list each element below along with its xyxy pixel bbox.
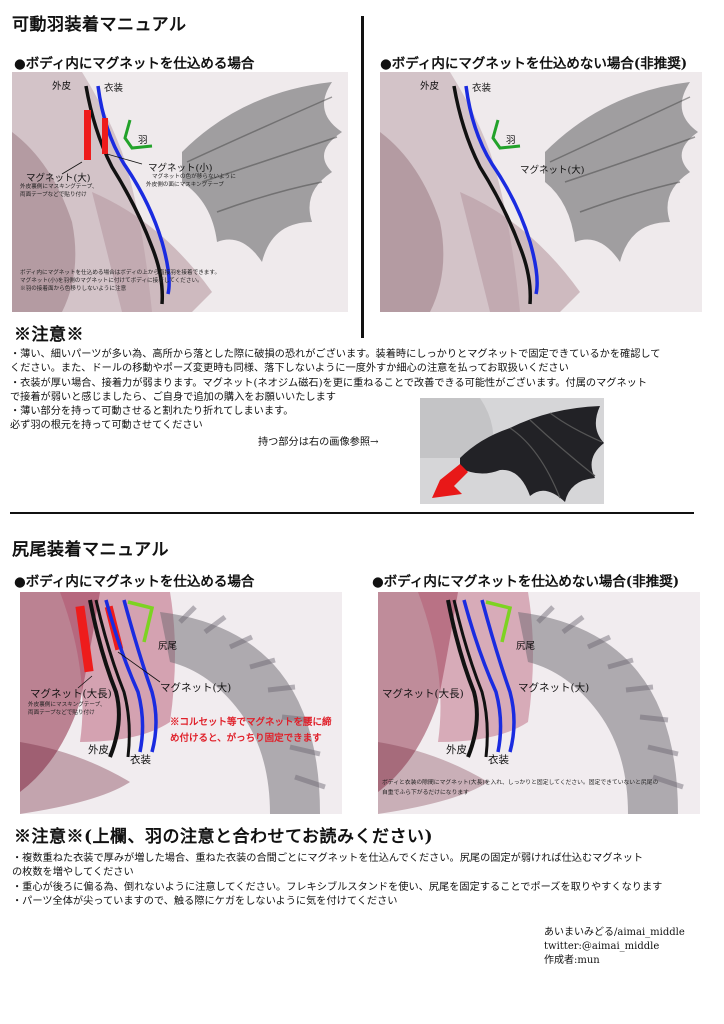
wing-with-magnet-diagram: 外皮 衣装 羽 マグネット(小) マグネットの色が移らないように 外皮側の面にマ… (12, 72, 348, 312)
tail-section-title: 尻尾装着マニュアル (12, 540, 169, 560)
magnet-large-label: マグネット(大) (518, 682, 590, 694)
outer-skin-line (84, 85, 165, 305)
tail-bracket (485, 600, 513, 643)
tail-without-magnet-diagram: 尻尾 マグネット(大) マグネット(大長) 外皮 衣装 ボディと衣装の隙間にマグ… (378, 592, 700, 814)
wing-bottom-note-1: ボディ内にマグネットを仕込める場合はボディの上から直接羽を接着できます。 (20, 270, 221, 276)
tail-caution-line: の枚数を増やしてください (12, 867, 134, 879)
wing-caution-line: で接着が弱いと感じましたら、ご自身で追加の購入をお願いいたします (10, 391, 336, 403)
wing-caution-list: ・薄い、細いパーツが多い為、高所から落とした際に破損の恐れがございます。装着時に… (10, 348, 718, 434)
costume-label: 衣装 (488, 754, 509, 766)
tail-label: 尻尾 (158, 641, 178, 652)
tail-bracket (127, 600, 155, 643)
wing-with-magnet-heading: ●ボディ内にマグネットを仕込める場合 (14, 56, 255, 72)
wing-label: 羽 (138, 135, 148, 146)
tail-without-magnet-illustration (378, 592, 700, 814)
credit-author: 作成者:mun (544, 955, 600, 966)
wing-caution-line: 必ず羽の根元を持って可動させてください (10, 420, 203, 432)
costume-label: 衣装 (472, 83, 492, 94)
wing-bracket (123, 119, 153, 150)
wing-caution-line: ・薄い部分を持って可動させると割れたり折れてしまいます。 (10, 406, 294, 418)
wing-caution-line: ・薄い、細いパーツが多い為、高所から落とした際に破損の恐れがございます。装着時に… (10, 349, 661, 360)
costume-line (464, 85, 539, 295)
credits: あいまいみどる/aimai_middle twitter:@aimai_midd… (544, 926, 685, 968)
wing-with-magnet-illustration (12, 72, 348, 312)
tail-with-magnet-illustration (20, 592, 342, 814)
costume-label: 衣装 (130, 754, 151, 766)
tail-bottom-note-2: 自重でふら下がるだけになります (382, 790, 469, 796)
magnet-small-note-2: 外皮側の面にマスキングテープ (146, 182, 224, 188)
wing-bottom-note-3: ※羽の接着面から色移りしないように注意 (20, 286, 127, 292)
outer-skin-label: 外皮 (88, 744, 109, 756)
wing-hold-illustration (420, 398, 604, 504)
credit-brand: あいまいみどる/aimai_middle (544, 927, 685, 938)
wing-bracket (491, 119, 521, 150)
outer-skin-line (88, 599, 121, 758)
wing-bottom-note-2: マグネット(小)を羽側のマグネットに付けてボディに接着してください。 (20, 278, 203, 284)
wing-label: 羽 (506, 135, 516, 146)
outer-skin-label: 外皮 (420, 81, 440, 92)
magnet-small-label: マグネット(小) (148, 163, 213, 174)
magnet-small-marker (102, 118, 108, 154)
vertical-divider (361, 16, 364, 338)
red-arrow-icon (432, 464, 468, 498)
magnet-large-note-2: 両面テープなどで貼り付け (20, 192, 87, 198)
photo-reference-text: 持つ部分は右の画像参照→ (258, 437, 379, 448)
wing-without-magnet-illustration (380, 72, 702, 312)
tail-caution-line: ・重心が後ろに偏る為、倒れないように注意してください。フレキシブルスタンドを使い… (12, 881, 663, 893)
tail-caution-line: ・パーツ全体が尖っていますので、触る際にケガをしないように気を付けてください (12, 895, 398, 907)
outer-skin-label: 外皮 (52, 81, 72, 92)
costume-line (104, 599, 145, 753)
tail-with-magnet-heading: ●ボディ内にマグネットを仕込める場合 (14, 574, 255, 590)
outer-skin-line (446, 599, 479, 758)
credit-twitter: twitter:@aimai_middle (544, 941, 660, 952)
section-divider (10, 512, 694, 514)
outer-skin-label: 外皮 (446, 744, 467, 756)
magnet-large-label: マグネット(大) (520, 165, 585, 176)
magnet-small-note-1: マグネットの色が移らないように (152, 174, 236, 180)
magnet-large-long-label: マグネット(大長) (30, 688, 112, 700)
wing-caution-title: ※注意※ (14, 325, 84, 345)
tail-caution-line: ・複数重ねた衣装で厚みが増した場合、重ねた衣装の合間ごとにマグネットを仕込んでく… (12, 853, 644, 864)
tail-label: 尻尾 (516, 641, 536, 652)
magnet-large-note-1: 外皮裏側にマスキングテープ、 (20, 184, 98, 190)
tail-caution-title: ※注意※(上欄、羽の注意と合わせてお読みください) (14, 827, 434, 847)
wing-section-title: 可動羽装着マニュアル (12, 15, 187, 35)
tail-without-magnet-heading: ●ボディ内にマグネットを仕込めない場合(非推奨) (372, 574, 680, 590)
magnet-large-long-label: マグネット(大長) (382, 688, 464, 700)
magnet-large-label: マグネット(大) (26, 173, 91, 184)
red-note-1: ※コルセット等でマグネットを腰に締 (170, 717, 332, 728)
magnet-large-long-marker (75, 605, 94, 673)
tail-caution-list: ・複数重ねた衣装で厚みが増した場合、重ねた衣装の合間ごとにマグネットを仕込んでく… (12, 852, 720, 909)
red-note-2: め付けると、がっちり固定できます (170, 733, 322, 744)
tail-bottom-note-1: ボディと衣装の隙間にマグネット(大長)を入れ、しっかりと固定してください。固定で… (382, 780, 659, 786)
magnet-large-label: マグネット(大) (160, 682, 232, 694)
costume-line (462, 599, 503, 753)
magnet-large-marker (84, 110, 91, 160)
outer-skin-line (452, 85, 533, 305)
magnet-note-2: 両面テープなどで貼り付け (28, 710, 95, 716)
wing-hold-photo (420, 398, 604, 504)
wing-caution-line: ください。また、ドールの移動やポーズ変更時も同様、落下しないように一度外すか細心… (10, 363, 569, 375)
magnet-note-1: 外皮裏側にマスキングテープ、 (28, 702, 106, 708)
wing-without-magnet-heading: ●ボディ内にマグネットを仕込めない場合(非推奨) (380, 56, 688, 72)
wing-without-magnet-diagram: 外皮 衣装 羽 マグネット(大) (380, 72, 702, 312)
costume-label: 衣装 (104, 83, 124, 94)
tail-with-magnet-diagram: 尻尾 マグネット(大) マグネット(大長) 外皮裏側にマスキングテープ、 両面テ… (20, 592, 342, 814)
wing-caution-line: ・衣装が厚い場合、接着力が弱まります。マグネット(ネオジム磁石)を更に重ねること… (10, 377, 648, 389)
